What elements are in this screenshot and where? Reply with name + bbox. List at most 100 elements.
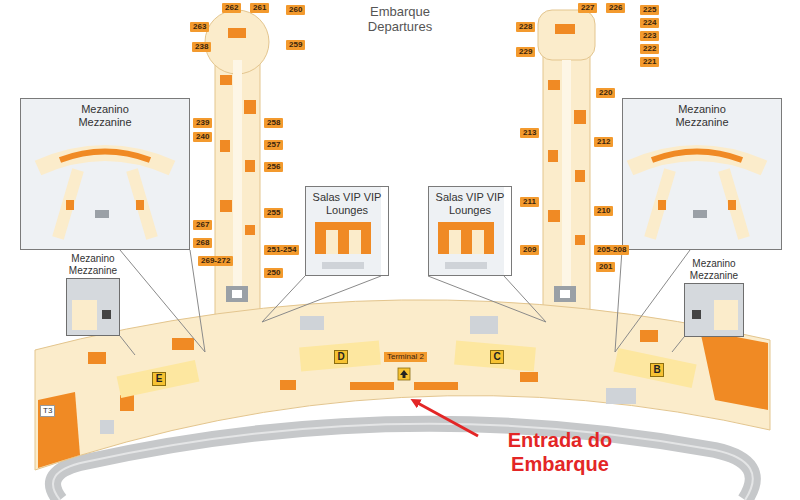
leader-line-part (120, 250, 205, 352)
vip-lounge-inset: Salas VIP VIP Lounges (428, 186, 512, 276)
gate-number: 251-254 (264, 245, 299, 255)
gate-number: 268 (193, 238, 212, 248)
gate-number: 201 (596, 262, 615, 272)
mezzanine-plan-part (136, 200, 144, 210)
main-terminal-part (300, 316, 324, 330)
main-terminal-part (613, 348, 696, 388)
inset-ground-part (20, 98, 190, 250)
mezzanine-plan-part (658, 200, 666, 210)
vip-lounge-plan-part (445, 262, 487, 269)
entrance-arrow-part (414, 401, 478, 436)
gate-number: 239 (193, 118, 212, 128)
gate-number: 263 (190, 22, 209, 32)
leader-line-part (428, 276, 546, 322)
gate-number: 255 (264, 208, 283, 218)
main-terminal (35, 300, 770, 470)
gate-number: 261 (250, 3, 269, 13)
leader-line-part (120, 336, 135, 355)
pier-part (548, 80, 560, 90)
gate-number: 209 (520, 245, 539, 255)
pier-part (215, 50, 260, 325)
gate-number: 262 (222, 3, 241, 13)
callout-text: Entrada do Embarque (485, 428, 635, 476)
gate-number: 228 (516, 22, 535, 32)
gate-number: 213 (520, 128, 539, 138)
check-in-zone: D (334, 350, 348, 364)
main-terminal-part (398, 368, 410, 380)
pier-part (220, 200, 232, 212)
pier-part (232, 290, 242, 298)
main-terminal-part (454, 341, 536, 372)
mezzanine-plan-part (652, 152, 742, 161)
mezzanine-plan (630, 152, 764, 239)
pier-part (554, 286, 576, 302)
gate-number: 222 (640, 44, 659, 54)
leader-line-part (504, 276, 546, 322)
inset-heading: Mezanino Mezzanine (63, 103, 147, 129)
mezzanine-plan-part (60, 152, 150, 161)
main-terminal-part (280, 380, 296, 390)
vip-lounge-plan-part (326, 230, 338, 254)
mezzanine-plan-part (728, 200, 736, 210)
pier-part (244, 100, 256, 114)
main-terminal-part (100, 420, 114, 434)
pier-part (560, 290, 570, 298)
vip-lounge-plan-part (349, 230, 361, 254)
small-mezzanine-plan (72, 300, 738, 330)
terminal-sign: T3 (40, 405, 55, 417)
vip-lounge-inset: Salas VIP VIP Lounges (305, 186, 389, 276)
gate-number: 205-208 (594, 245, 629, 255)
mezzanine-plan-part (58, 170, 152, 238)
main-terminal-part (640, 330, 658, 342)
pier-part (555, 24, 575, 34)
main-terminal-part (606, 388, 636, 404)
pier-part (538, 10, 595, 60)
main-terminal-part (35, 300, 770, 470)
leader-line-part (262, 276, 305, 322)
entrance-arrow (414, 401, 478, 436)
gate-number: 229 (516, 47, 535, 57)
gate-number: 223 (640, 31, 659, 41)
inset-ground (20, 98, 782, 337)
main-terminal-part (470, 316, 498, 334)
inset-heading: Mezanino Mezzanine (678, 258, 750, 282)
pier-part (220, 75, 232, 85)
inset-heading: Salas VIP VIP Lounges (306, 191, 388, 217)
pier (205, 10, 595, 325)
vip-lounge-plan-part (472, 230, 484, 254)
inset-heading: Salas VIP VIP Lounges (429, 191, 511, 217)
road (53, 424, 753, 500)
pier-part (543, 50, 590, 325)
leader-line (120, 250, 690, 355)
main-terminal-part (400, 370, 408, 378)
gate-number: 220 (596, 88, 615, 98)
terminal-sign: Terminal 2 (384, 352, 427, 362)
pier-part (575, 170, 585, 182)
inset-ground-part (622, 98, 782, 250)
vip-lounge-plan-part (322, 262, 364, 269)
gate-number: 250 (264, 268, 283, 278)
gate-number: 227 (578, 3, 597, 13)
mezzanine-plan (38, 152, 172, 239)
gate-number: 269-272 (198, 256, 233, 266)
pier-part (548, 210, 560, 222)
vip-lounge-plan (315, 222, 494, 269)
gate-number: 225 (640, 5, 659, 15)
pier-part (562, 60, 571, 300)
main-terminal-part (520, 372, 538, 382)
main-terminal-part (38, 392, 80, 468)
gate-number: 259 (286, 40, 305, 50)
mezzanine-inset-small: Mezanino Mezzanine (684, 283, 744, 337)
mezzanine-plan-part (95, 210, 109, 218)
road-part (53, 424, 753, 500)
gate-number: 212 (594, 137, 613, 147)
vip-lounge-plan-part (315, 222, 371, 254)
inset-ground-part (66, 278, 120, 336)
pier-part (220, 140, 230, 152)
small-mezzanine-plan-part (714, 300, 738, 330)
pier-part (574, 110, 586, 124)
mezzanine-plan-part (630, 153, 764, 168)
map-title: Embarque Departures (345, 4, 455, 34)
